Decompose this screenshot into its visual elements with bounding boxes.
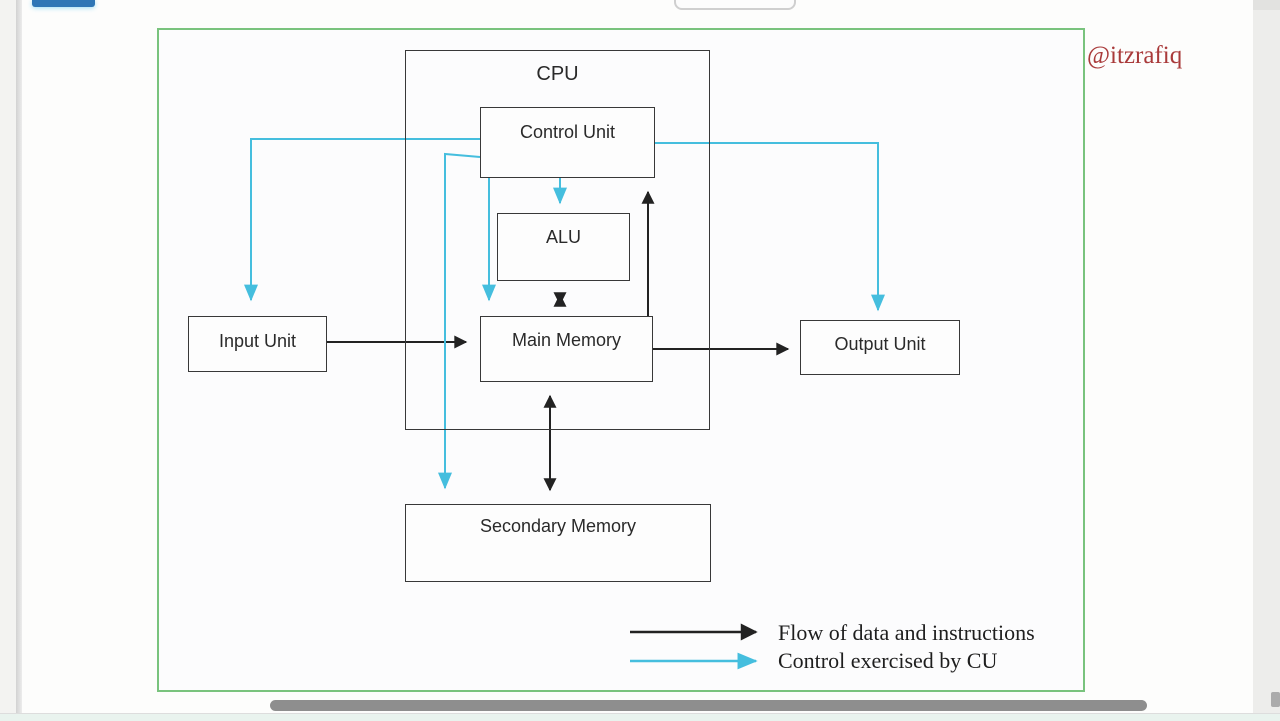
vertical-scrollbar-stub[interactable] [1271, 692, 1280, 707]
node-alu-label: ALU [545, 227, 581, 247]
node-input-unit-label: Input Unit [218, 331, 297, 351]
window-left-divider [16, 0, 22, 720]
node-output-unit: Output Unit [800, 320, 960, 375]
legend-control-label: Control exercised by CU [778, 648, 998, 673]
node-input-unit: Input Unit [188, 316, 327, 372]
node-output-unit-label: Output Unit [834, 334, 926, 354]
bottom-status-strip [0, 713, 1280, 721]
top-rounded-handle[interactable] [674, 0, 796, 10]
node-control-unit: Control Unit [480, 107, 655, 178]
node-secondary-memory-label: Secondary Memory [479, 516, 637, 536]
node-main-memory-label: Main Memory [511, 330, 622, 350]
horizontal-scrollbar-thumb[interactable] [270, 700, 1147, 711]
node-main-memory: Main Memory [480, 316, 653, 382]
node-cpu-label: CPU [536, 63, 579, 85]
node-control-unit-label: Control Unit [519, 122, 616, 142]
node-cpu: CPU [405, 50, 710, 430]
legend-data-flow-label: Flow of data and instructions [778, 620, 1035, 645]
window-right-edge [1253, 0, 1280, 720]
browser-tab-stub[interactable] [32, 0, 95, 7]
node-secondary-memory: Secondary Memory [405, 504, 711, 582]
watermark-handle: @itzrafiq [1087, 42, 1183, 69]
window-left-edge [0, 0, 16, 720]
window-right-edge-cap [1253, 0, 1280, 10]
node-alu: ALU [497, 213, 630, 281]
